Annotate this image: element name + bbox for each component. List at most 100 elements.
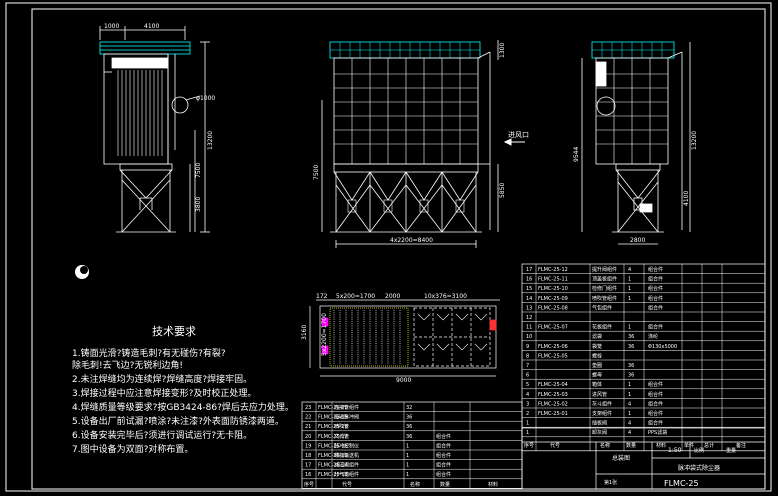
inlet-arrow-icon [503,138,525,146]
bom-cell-no: 16 [526,277,532,283]
bom-header-no: 序号 [524,442,534,449]
bom-cell-qty: 36 [406,415,412,421]
bom-cell-qty: 1 [628,392,631,398]
side-dim-right-low: 5850 [499,183,506,198]
bom-cell-material: PPS滤袋 [648,429,667,436]
bom-cell-no: 6 [526,373,529,379]
bom-cell-no: 19 [305,443,311,449]
bom-cell-code: FLMC-25-01 [538,411,568,417]
bom-cell-material: 组合件 [648,324,663,331]
title-mark: 1:50 [668,447,682,454]
bom-cell-name: 脉冲控制仪 [334,442,359,449]
bom-cell-no: 20 [305,434,311,440]
bom-cell-material: 组合件 [436,442,451,449]
bom-cell-qty: 1 [628,277,631,283]
bom-cell-name: 检修门组件 [592,285,617,292]
bom-cell-code: FLMC-25-16 [318,443,348,449]
title-scale-label: 比例 [694,447,704,454]
bom-cell-no: 4 [526,392,529,398]
note-line: 6.设备安装完毕后?须进行调试运行?无卡阻。 [72,429,252,441]
bom-cell-name: 喷吹管 [334,423,349,430]
bom-cell-code: FLMC-25-13 [318,472,348,478]
bom-cell-no: 23 [305,405,311,411]
bom-header-remark: 备注 [736,442,746,449]
bom-cell-name: 箱体 [592,381,602,388]
bom-cell-name: 文氏管 [334,433,349,440]
bom-cell-code: FLMC-25-14 [318,463,348,469]
bom-cell-name: 垫圈 [592,362,602,369]
end-dim-bottom: 2800 [630,237,645,244]
bom-cell-name: 顶盖板组件 [592,276,617,283]
bom-cell-material: 组合件 [436,462,451,469]
side-dim-bottom: 4x2200=8400 [390,237,433,244]
bom-cell-code: FLMC-25-11 [538,277,568,283]
bom-header-name: 名称 [410,481,420,488]
bom-cell-no: 1 [526,421,529,427]
end-dim-right-low: 4100 [683,191,690,206]
bom-cell-code: FLMC-25-06 [538,344,568,350]
title-block [521,427,766,490]
bom-cell-name: 连接管组件 [334,404,359,411]
bom-cell-no: 16 [305,472,311,478]
plan-view [309,299,500,377]
bom-cell-material: 组合件 [648,420,663,427]
plan-dim-b: 5x200=1700 [336,293,375,300]
title-sheet-label: 第1张 [604,479,617,486]
bom-cell-qty: 1 [406,453,409,459]
bom-cell-no: 17 [305,463,311,469]
title-weight-label: 重量 [726,447,736,454]
bom-cell-code: FLMC-25-10 [538,286,568,292]
bom-cell-code: FLMC-25-07 [538,325,568,331]
bom-cell-name: 花板组件 [592,324,612,331]
bom-cell-qty: 1 [628,382,631,388]
bom-cell-no: 7 [526,363,529,369]
bom-cell-qty: 4 [628,267,631,273]
end-dim-left: 9544 [573,147,580,162]
bom-cell-material: 组合件 [436,452,451,459]
logo-mark-icon [75,265,89,279]
bom-header-material: 材料 [488,481,498,488]
bom-header-material: 材料 [656,442,666,449]
title-company: 总装图 [612,454,630,462]
bom-cell-no: 18 [305,453,311,459]
bom-cell-material: 组合件 [436,433,451,440]
bom-cell-name: 分气箱组件 [334,471,359,478]
bom-cell-name: 滤袋 [592,333,602,340]
note-line: 3.焊接过程中应注意焊接变形?及时校正处理。 [72,387,256,399]
bom-cell-qty: 4 [628,421,631,427]
bom-cell-material: Φ130x5000 [648,344,677,350]
bom-cell-code: FLMC-25-09 [538,296,568,302]
bom-header-code: 代号 [550,442,560,449]
inlet-label: 进风口 [508,131,529,139]
bom-cell-name: 支架组件 [592,410,612,417]
bom-cell-no: 21 [305,424,311,430]
end-view [581,41,691,245]
bom-cell-name: 减压阀组件 [334,462,359,469]
bom-cell-no: 13 [526,305,532,311]
bom-cell-qty: 1 [628,411,631,417]
bom-cell-qty: 4 [628,430,631,436]
bom-cell-code: FLMC-25-19 [318,415,348,421]
note-line: 5.设备出厂前试漏?喷涂?未注漆?外表面防锈漆两道。 [72,415,284,427]
bom-cell-name: 卸灰阀 [592,429,607,436]
bom-cell-material: 组合件 [648,381,663,388]
bom-cell-material: 组合件 [648,266,663,273]
front-dim-top-left: 1000 [104,23,119,30]
plan-dim-left-inner: 5x2200=1700 [321,313,328,356]
bom-cell-qty: 36 [406,424,412,430]
bom-cell-code: FLMC-25-04 [538,382,568,388]
bom-cell-no: 15 [526,286,532,292]
bom-cell-no: 2 [526,411,529,417]
bom-cell-material: 组合件 [648,400,663,407]
notes-title: 技术要求 [152,325,196,338]
bom-cell-code: FLMC-25-12 [538,267,568,273]
bom-cell-qty: 36 [628,334,634,340]
bom-cell-name: 提升阀组件 [592,266,617,273]
bom-header-unit-weight: 单件 [684,442,694,449]
side-view [321,40,499,248]
front-dim-top: 4100 [144,23,159,30]
note-line: 7.图中设备为双面?对称布置。 [72,443,193,455]
bom-cell-name: 进风管 [592,391,607,398]
end-dim-right: 13200 [691,131,698,150]
